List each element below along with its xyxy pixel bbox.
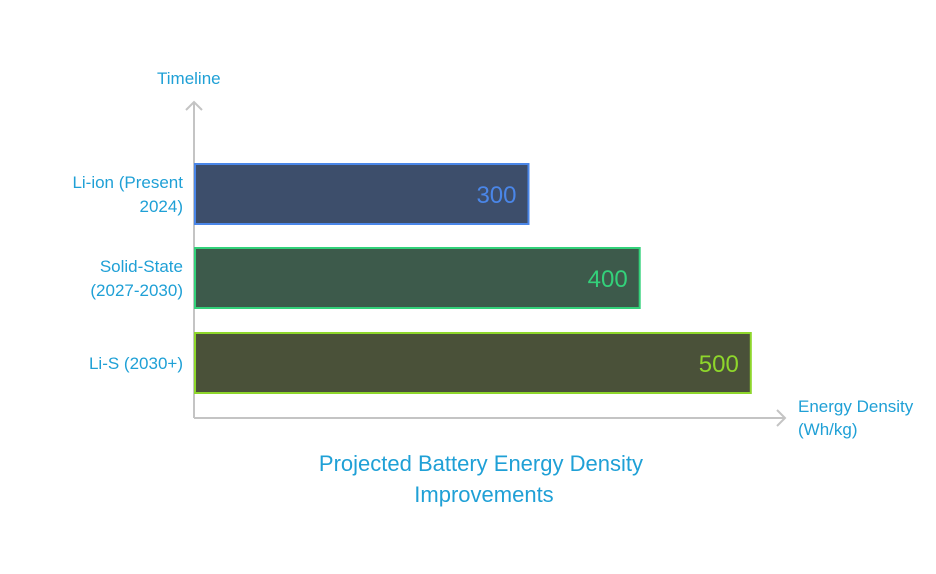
category-label-1-line-0: Solid-State (100, 257, 183, 276)
category-label-1-line-1: (2027-2030) (90, 281, 183, 300)
category-labels: Li-ion (Present 2024) Solid-State (2027-203… (72, 173, 183, 373)
bar-1 (194, 247, 641, 309)
category-label-0: Li-ion (Present 2024) (72, 173, 183, 216)
bar-2 (194, 332, 752, 394)
y-axis-arrow-icon (185, 100, 203, 111)
chart-title-line-1: Projected Battery Energy Density (319, 451, 643, 476)
bars (194, 163, 752, 394)
value-labels: 300 400 500 (476, 182, 738, 378)
bar-value-label-1: 400 (588, 266, 628, 293)
x-axis-title: Energy Density (Wh/kg) (798, 397, 918, 439)
category-label-1: Solid-State (2027-2030) (90, 257, 183, 300)
x-axis-title-line-1: Energy Density (798, 397, 914, 416)
chart-title: Projected Battery Energy Density Improve… (319, 451, 649, 507)
chart-title-line-2: Improvements (414, 482, 553, 507)
y-axis-title: Timeline (157, 69, 221, 88)
category-label-0-line-1: 2024) (140, 197, 183, 216)
category-label-0-line-0: Li-ion (Present (72, 173, 183, 192)
category-label-2: Li-S (2030+) (89, 354, 183, 373)
x-axis-arrow-icon (776, 409, 787, 427)
category-label-2-line-0: Li-S (2030+) (89, 354, 183, 373)
bar-value-label-0: 300 (476, 182, 516, 209)
x-axis-title-line-2: (Wh/kg) (798, 420, 858, 439)
bar-value-label-2: 500 (699, 351, 739, 378)
bar-0 (194, 163, 530, 225)
